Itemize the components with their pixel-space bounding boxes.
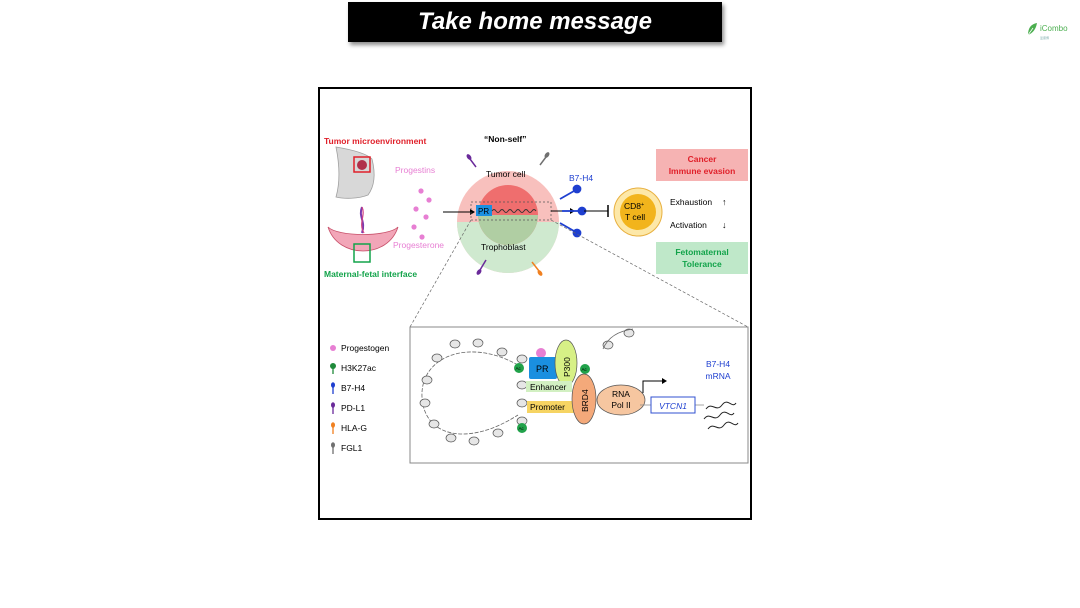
legend-pd-l1: PD-L1	[341, 403, 365, 413]
tumor-tissue-icon	[335, 146, 375, 199]
tumor-microenvironment-label: Tumor microenvironment	[324, 136, 426, 146]
pd-l1-receptor-icon	[466, 154, 477, 168]
tolerance-label: Tolerance	[682, 259, 722, 269]
t-cell-inner	[620, 194, 656, 230]
fgl1-receptor-icon	[539, 152, 550, 166]
pr-protein-label: PR	[536, 364, 549, 374]
pd-l1-receptor-icon-lower	[476, 259, 487, 275]
activation-label: Activation	[670, 220, 707, 230]
non-self-label: “Non-self”	[484, 134, 527, 144]
enhancer-region	[526, 381, 572, 392]
pr-box	[476, 205, 492, 216]
progestins-label: Progestins	[395, 165, 435, 175]
hla-g-icon	[331, 422, 335, 434]
b7-h4-icon	[331, 382, 335, 394]
mrna-b7-h4-label: B7-H4	[706, 359, 730, 369]
h3k27ac-icon	[330, 363, 336, 374]
mrna-label: mRNA	[705, 371, 730, 381]
promoter-label: Promoter	[530, 402, 565, 412]
fgl1-icon	[331, 442, 335, 454]
vtcn1-gene-box	[650, 396, 696, 414]
legend-h3k27ac: H3K27ac	[341, 363, 377, 373]
vtcn1-label: VTCN1	[659, 401, 687, 411]
pr-protein	[529, 357, 557, 379]
chromatin-loop	[419, 328, 635, 446]
legend-progestogen: Progestogen	[341, 343, 389, 353]
icombo-logo: iCombo 爱康博	[1026, 18, 1068, 40]
activation-down-arrow: ↓	[722, 220, 727, 230]
cd8-label: CD8+	[624, 201, 644, 211]
legend: Progestogen H3K27ac B7-H4 PD-L1 HLA-G FG…	[330, 343, 389, 454]
logo-subtext: 爱康博	[1040, 36, 1050, 40]
mrna-strands	[703, 401, 739, 430]
ac-mark-3: Ac	[519, 426, 525, 431]
progesterone-label: Progesterone	[393, 240, 444, 250]
rna-pol-ii	[596, 384, 646, 416]
progestogen-ligand	[536, 348, 546, 358]
maternal-fetal-interface-label: Maternal-fetal interface	[324, 269, 417, 279]
exhaustion-label: Exhaustion	[670, 197, 712, 207]
t-cell-label: T cell	[625, 212, 645, 222]
zoom-line-left	[409, 219, 472, 328]
zoom-line-right	[550, 219, 749, 328]
slide-title: Take home message	[348, 2, 722, 42]
cancer-label: Cancer	[688, 154, 718, 164]
enhancer-label: Enhancer	[530, 382, 567, 392]
immune-evasion-label: Immune evasion	[669, 166, 736, 176]
leaf-icon	[1027, 23, 1037, 36]
mechanism-diagram: Tumor microenvironment Maternal-fetal in…	[318, 87, 752, 520]
h3k27ac-marks: Ac Ac Ac	[514, 363, 590, 433]
hla-g-receptor-icon	[531, 261, 543, 276]
fetomaternal-label: Fetomaternal	[675, 247, 728, 257]
mechanism-figure: Tumor microenvironment Maternal-fetal in…	[318, 87, 752, 520]
dna-strand	[491, 209, 537, 213]
brd4-label: BRD4	[580, 389, 590, 412]
rna-label: RNA	[612, 389, 630, 399]
exhaustion-up-arrow: ↑	[722, 197, 727, 207]
fetomaternal-box	[656, 242, 748, 274]
pr-label: PR	[478, 207, 489, 216]
brd4-protein	[571, 373, 597, 425]
pol-ii-label: Pol II	[611, 400, 630, 410]
legend-b7-h4: B7-H4	[341, 383, 365, 393]
placenta-icon	[327, 206, 399, 263]
b7-h4-label: B7-H4	[569, 173, 593, 183]
progestogen-icon	[330, 345, 336, 351]
p300-label: P300	[562, 357, 572, 377]
promoter-region	[527, 401, 575, 413]
pd-l1-icon	[331, 402, 335, 414]
tumor-cell-label: Tumor cell	[486, 169, 525, 179]
ac-mark-1: Ac	[516, 366, 522, 371]
ac-mark-2: Ac	[582, 367, 588, 372]
cancer-box	[656, 149, 748, 181]
progestogen-dots	[411, 188, 432, 240]
logo-text: iCombo	[1040, 24, 1068, 33]
legend-hla-g: HLA-G	[341, 423, 367, 433]
trophoblast-label: Trophoblast	[481, 242, 526, 252]
transcription-start-arrow	[642, 380, 663, 393]
cell-body	[457, 171, 559, 273]
legend-fgl1: FGL1	[341, 443, 363, 453]
